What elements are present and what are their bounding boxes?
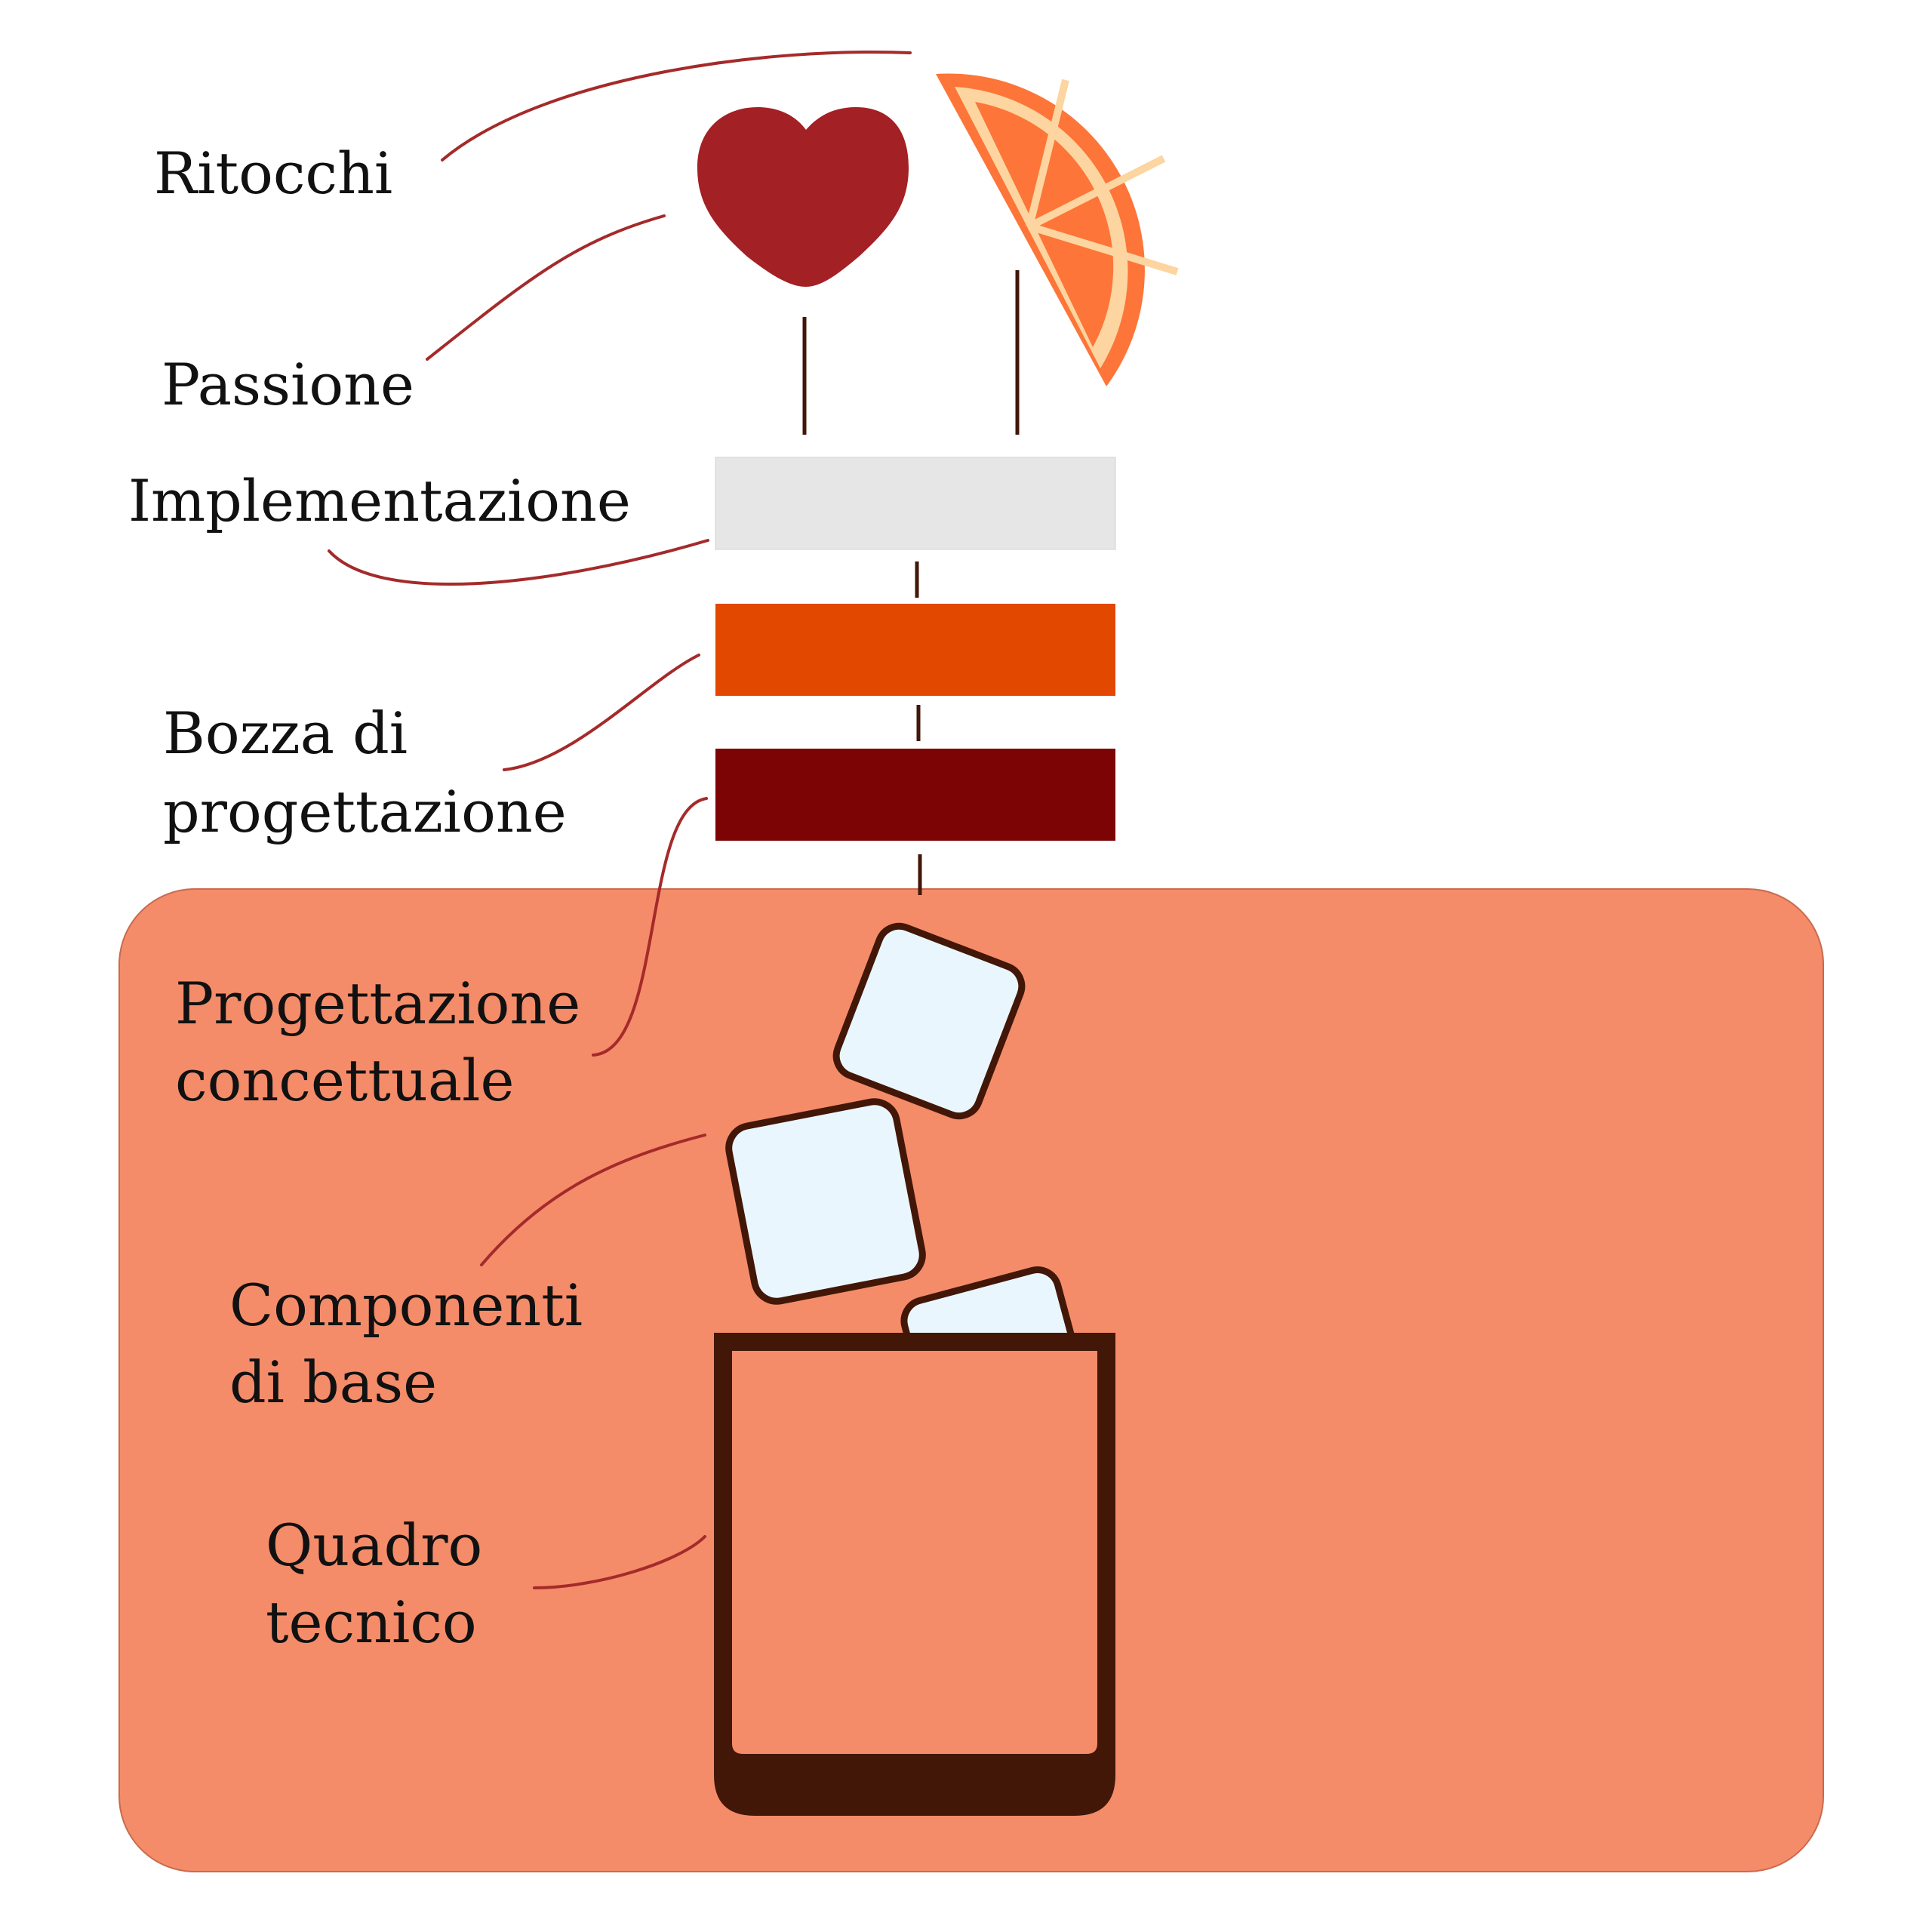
label-bozza-line2: progettazione (163, 778, 567, 845)
layer-implementazione (715, 457, 1116, 550)
leader-quadro (533, 1535, 706, 1589)
label-componenti-line2: di base (229, 1349, 437, 1416)
leader-concettuale (592, 797, 708, 1057)
glass-icon (714, 1333, 1115, 1816)
heart-icon (697, 107, 909, 287)
leader-implementazione (328, 539, 709, 586)
label-ritocchi: Ritocchi (154, 140, 392, 207)
leader-lines (328, 50, 912, 1589)
label-concettuale-line2: concettuale (175, 1047, 514, 1114)
label-bozza-line1: Bozza di (163, 700, 408, 767)
leader-bozza (503, 654, 700, 771)
label-quadro-line1: Quadro (266, 1512, 482, 1579)
label-quadro-line2: tecnico (266, 1589, 477, 1656)
layer-progettazione-concettuale (715, 749, 1115, 841)
layer-bozza (715, 604, 1115, 696)
ice-cube-icon (725, 1098, 926, 1305)
label-implementazione: Implementazione (128, 467, 631, 534)
label-concettuale-line1: Progettazione (175, 970, 580, 1037)
orange-slice-icon (936, 73, 1179, 386)
label-passione: Passione (162, 351, 414, 418)
label-componenti-line1: Componenti (229, 1272, 583, 1339)
leader-passione (426, 214, 666, 361)
leader-ritocchi (441, 50, 912, 162)
ice-cube-icon (832, 922, 1026, 1120)
leader-componenti (480, 1134, 706, 1266)
